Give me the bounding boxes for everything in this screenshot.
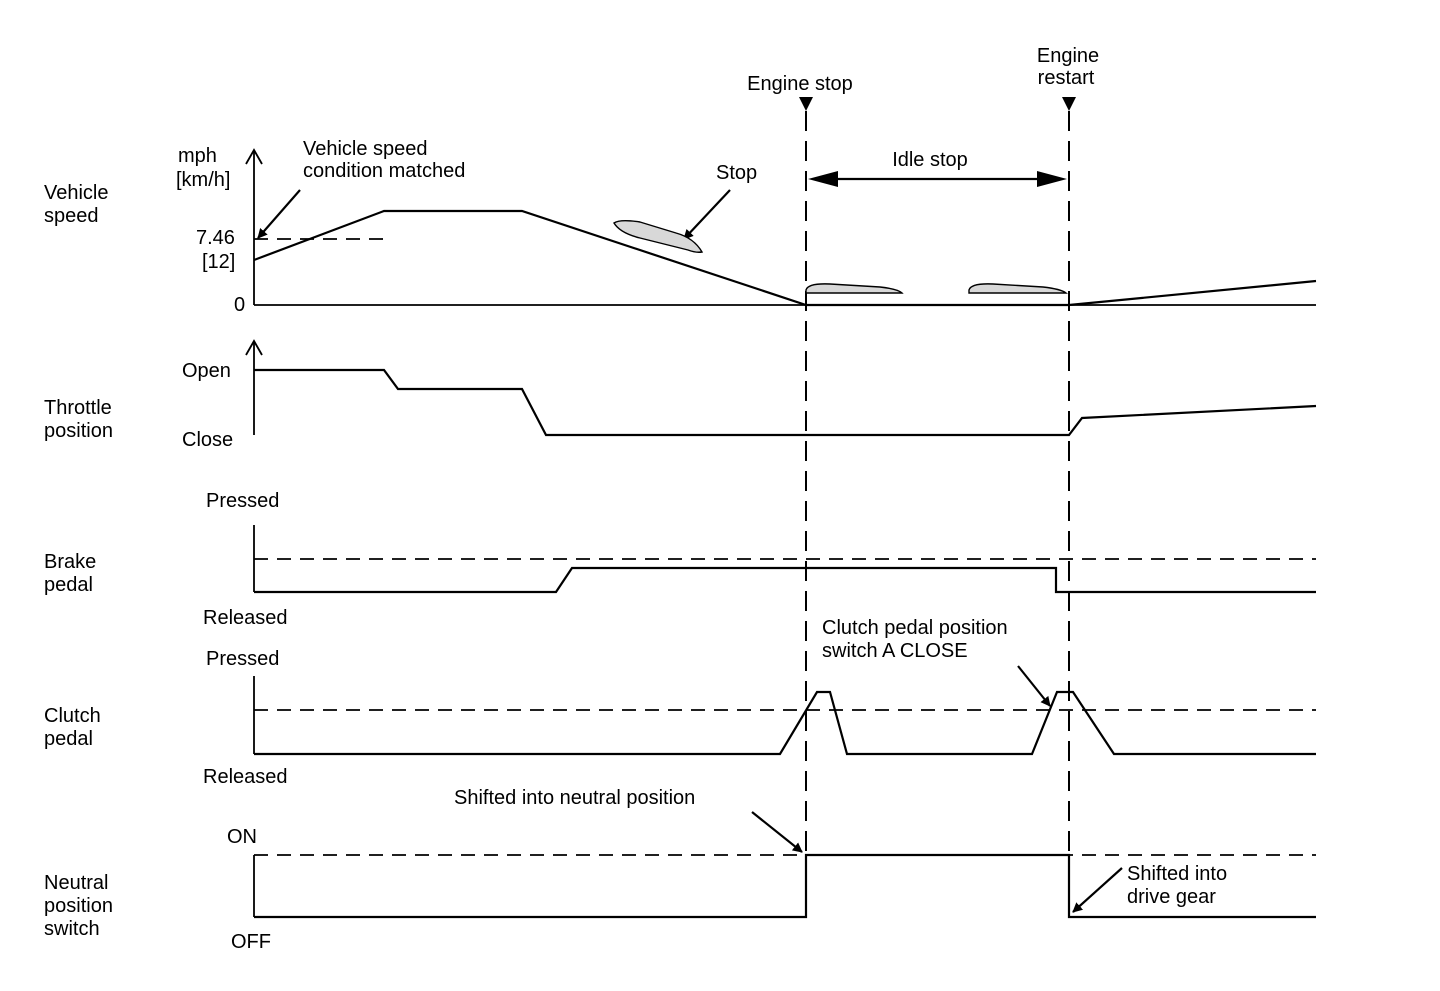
speed-axis-arrow-icon [245,148,263,165]
car-stopped-icon-2 [968,283,1068,294]
speed-tick-mph: 7.46 [196,227,235,249]
vehicle-speed-row: Vehicle speed mph [km/h] 7.46 [12] 0 Veh… [44,138,1317,316]
idle-stop-right-arrow-icon [1037,171,1067,187]
condition-matched-arrow-icon [257,189,301,239]
neutral-position-switch-row: Neutral position switch ON OFF Shifted i… [44,787,1316,953]
shifted-neutral-label: Shifted into neutral position [454,787,695,809]
speed-tick-kmh: [12] [202,251,235,273]
speed-unit-kmh: [km/h] [176,169,230,191]
clutch-switch-arrow-icon [1017,665,1051,707]
engine-stop-marker: Engine stop [747,73,853,918]
stop-arrow-icon [683,189,731,240]
engine-restart-marker: Engine restart [1037,45,1099,918]
brake-pedal-row: Brake pedal Pressed Released [44,490,1316,629]
condition-matched-label-line2: condition matched [303,160,465,182]
speed-tick-zero: 0 [234,294,245,316]
brake-label-line1: Brake [44,551,96,573]
throttle-open-label: Open [182,360,231,382]
throttle-trace [254,368,1317,437]
shifted-drive-label-line1: Shifted into [1127,863,1227,885]
clutch-pressed-label: Pressed [206,648,279,670]
clutch-switch-label-line2: switch A CLOSE [822,640,968,662]
brake-label-line2: pedal [44,574,93,596]
throttle-position-row: Throttle position Open Close [44,339,1317,451]
neutral-label-line2: position [44,895,113,917]
throttle-label-line1: Throttle [44,397,112,419]
throttle-label-line2: position [44,420,113,442]
stop-label: Stop [716,162,757,184]
engine-restart-label-line2: restart [1038,67,1095,89]
idle-stop-label: Idle stop [892,149,968,171]
idle-stop-span: Idle stop [808,149,1067,187]
engine-stop-label: Engine stop [747,73,853,95]
brake-released-label: Released [203,607,288,629]
vehicle-speed-label-line1: Vehicle [44,182,109,204]
shifted-neutral-arrow-icon [751,811,803,853]
throttle-axis-arrow-icon [245,339,263,356]
engine-restart-triangle-icon [1062,97,1076,111]
brake-pressed-label: Pressed [206,490,279,512]
engine-restart-label-line1: Engine [1037,45,1099,67]
clutch-released-label: Released [203,766,288,788]
condition-matched-label-line1: Vehicle speed [303,138,428,160]
throttle-close-label: Close [182,429,233,451]
shifted-drive-arrow-icon [1072,867,1123,913]
neutral-trace [254,853,1316,919]
vehicle-speed-trace [253,209,1317,307]
speed-unit-mph: mph [178,145,217,167]
brake-trace [254,566,1316,594]
clutch-pedal-row: Clutch pedal Pressed Released Clutch ped… [44,617,1316,788]
neutral-off-label: OFF [231,931,271,953]
clutch-trace [254,690,1316,756]
car-decelerating-icon [613,220,704,253]
idle-stop-left-arrow-icon [808,171,838,187]
clutch-switch-label-line1: Clutch pedal position [822,617,1008,639]
neutral-label-line1: Neutral [44,872,108,894]
shifted-drive-label-line2: drive gear [1127,886,1216,908]
clutch-label-line1: Clutch [44,705,101,727]
neutral-label-line3: switch [44,918,100,940]
neutral-on-label: ON [227,826,257,848]
vehicle-speed-label-line2: speed [44,205,99,227]
car-stopped-icon [805,283,904,294]
clutch-label-line2: pedal [44,728,93,750]
engine-stop-triangle-icon [799,97,813,111]
